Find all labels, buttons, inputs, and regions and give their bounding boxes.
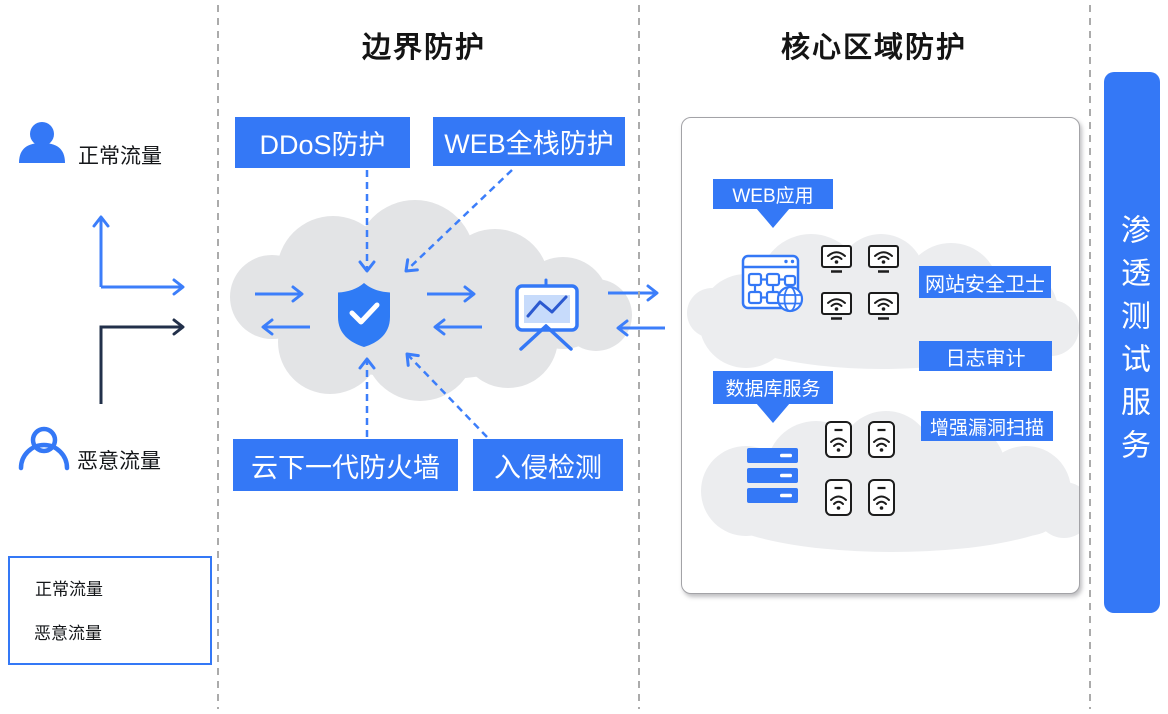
shield-check-icon — [338, 283, 390, 347]
ddos-protection-box: DDoS防护 — [235, 117, 410, 168]
monitor-wifi-icon — [867, 244, 900, 273]
border-cloud-shape — [230, 200, 632, 401]
web-fullstack-protection-box: WEB全栈防护 — [433, 117, 625, 166]
cloud-traffic-arrows — [255, 284, 665, 337]
web-app-tag: WEB应用 — [713, 179, 833, 209]
divider-middle — [638, 5, 640, 709]
legend-box: 正常流量 恶意流量 — [8, 556, 212, 665]
database-service-tag: 数据库服务 — [713, 371, 833, 404]
web-app-tag-pointer — [756, 208, 790, 228]
phone-wifi-icon — [824, 478, 853, 517]
phone-wifi-icon — [867, 420, 896, 459]
normal-user-icon — [19, 122, 65, 163]
divider-left — [217, 5, 219, 709]
pentest-service-label: 渗透测试服务 — [1116, 213, 1149, 472]
database-icon — [747, 448, 798, 503]
protection-connectors — [358, 169, 513, 438]
presentation-chart-icon — [515, 278, 579, 351]
malicious-traffic-label: 恶意流量 — [77, 450, 161, 473]
monitor-wifi-icon — [820, 244, 853, 273]
database-service-tag-pointer — [756, 403, 790, 423]
cloud-ngfw-box: 云下一代防火墙 — [233, 439, 458, 491]
border-zone-title: 边界防护 — [362, 32, 487, 64]
site-guard-box: 网站安全卫士 — [919, 266, 1051, 298]
normal-traffic-label: 正常流量 — [78, 145, 162, 168]
malicious-user-icon — [18, 426, 70, 471]
malicious-flow-arrow — [99, 318, 185, 404]
web-app-browser-icon — [741, 254, 804, 313]
core-area-panel: WEB应用 数据库服务 网站安全卫士 日志审计 增强漏洞扫描 — [681, 117, 1080, 594]
monitor-wifi-icon — [820, 291, 853, 320]
phone-wifi-icon — [867, 478, 896, 517]
vuln-scan-box: 增强漏洞扫描 — [921, 411, 1053, 441]
normal-flow-arrow — [92, 215, 185, 296]
divider-right — [1089, 5, 1091, 709]
globe-icon — [776, 285, 804, 313]
intrusion-detection-box: 入侵检测 — [473, 439, 623, 491]
pentest-service-ribbon: 渗透测试服务 — [1104, 72, 1160, 613]
legend-normal-label: 正常流量 — [35, 580, 103, 599]
legend-malicious-label: 恶意流量 — [34, 624, 102, 643]
core-zone-title: 核心区域防护 — [781, 32, 968, 64]
monitor-wifi-icon — [867, 291, 900, 320]
log-audit-box: 日志审计 — [919, 341, 1052, 371]
phone-wifi-icon — [824, 420, 853, 459]
